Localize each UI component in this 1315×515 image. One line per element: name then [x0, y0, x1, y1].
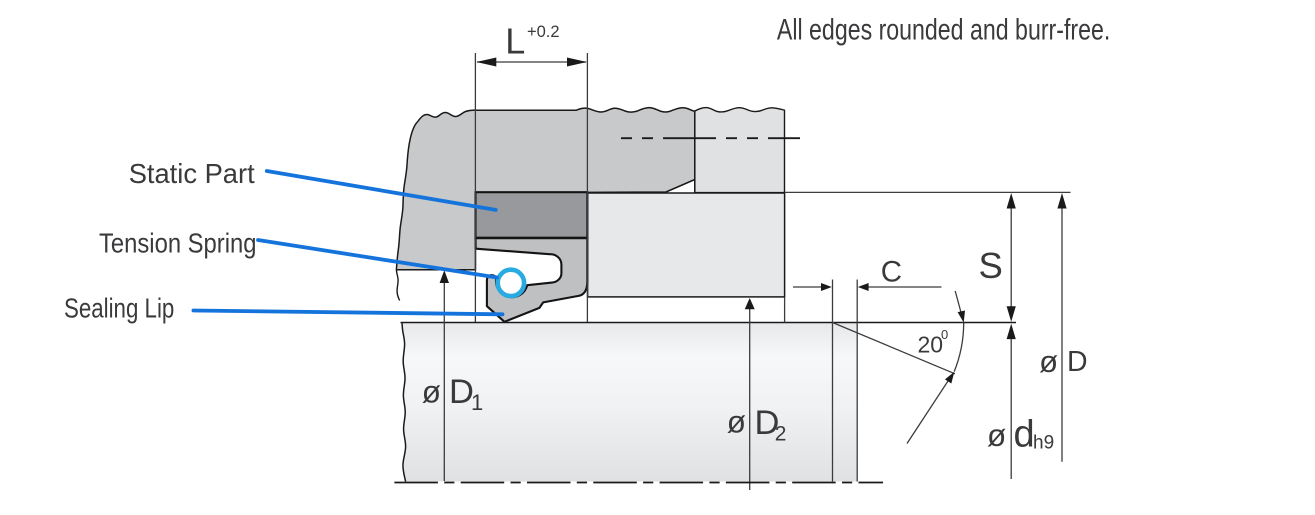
svg-text:20: 20: [918, 332, 944, 358]
svg-text:0: 0: [941, 327, 948, 342]
svg-text:S: S: [979, 245, 1003, 286]
svg-text:+0.2: +0.2: [527, 23, 560, 41]
svg-text:Static Part: Static Part: [129, 158, 255, 189]
svg-text:D: D: [755, 404, 780, 442]
svg-text:h9: h9: [1033, 433, 1054, 454]
svg-text:D: D: [449, 373, 474, 411]
svg-text:2: 2: [775, 423, 787, 446]
svg-text:Sealing Lip: Sealing Lip: [64, 292, 174, 323]
svg-text:d: d: [1014, 414, 1035, 456]
svg-text:C: C: [881, 255, 902, 288]
svg-text:ø: ø: [727, 404, 746, 440]
svg-text:L: L: [505, 20, 525, 61]
svg-text:1: 1: [471, 390, 483, 415]
svg-text:All edges rounded and burr-fre: All edges rounded and burr-free.: [777, 14, 1110, 47]
svg-text:ø: ø: [987, 417, 1006, 453]
svg-text:Tension Spring: Tension Spring: [99, 228, 257, 259]
svg-text:ø: ø: [422, 374, 441, 410]
svg-text:D: D: [1067, 346, 1088, 378]
svg-text:ø: ø: [1039, 344, 1058, 379]
